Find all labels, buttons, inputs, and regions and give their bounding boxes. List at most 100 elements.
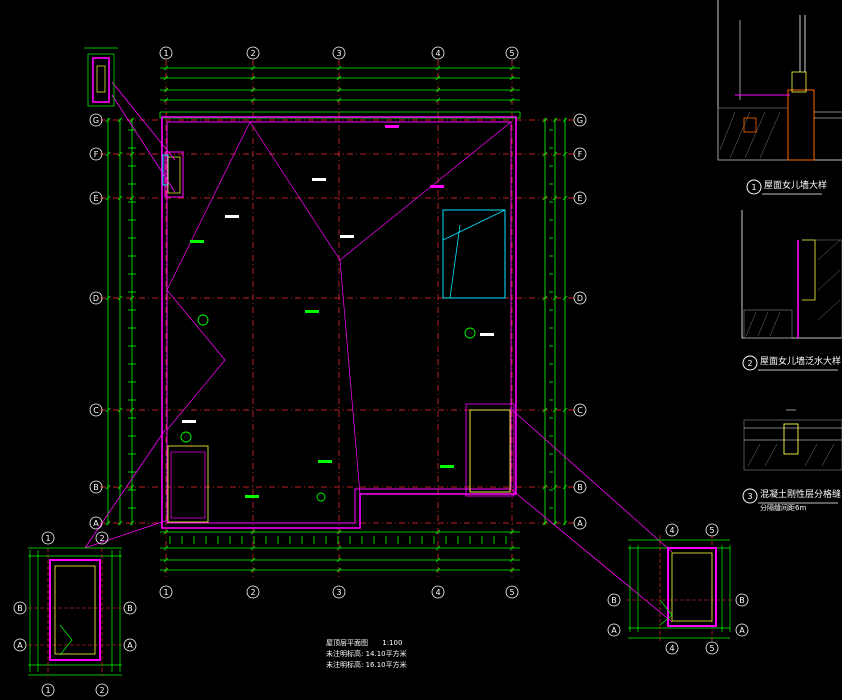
detail-bubble-1: 1 bbox=[746, 179, 822, 195]
enlarged-plan-right bbox=[626, 535, 734, 642]
grid-bubble-left: A bbox=[89, 516, 103, 530]
enlarged-right-bubble: A bbox=[735, 623, 749, 637]
detail-2-title: 屋面女儿墙泛水大样 bbox=[760, 357, 842, 367]
drawing-title: 屋顶层平面图 1:100 bbox=[326, 640, 402, 647]
grid-bubble-label: 3 bbox=[336, 588, 341, 597]
grid-bubble-label: B bbox=[577, 483, 583, 492]
grid-bubble-left: F bbox=[89, 147, 103, 161]
grid-bubble-label: E bbox=[577, 194, 582, 203]
stair-box-left bbox=[167, 445, 209, 523]
roof-slope-lines bbox=[166, 121, 512, 495]
enlarged-right-bubble: B bbox=[735, 593, 749, 607]
grid-bubble-label: C bbox=[93, 406, 99, 415]
grid-bubble-label: D bbox=[93, 294, 99, 303]
grid-bubble-top: 5 bbox=[505, 46, 519, 60]
grid-bubble-left: D bbox=[89, 291, 103, 305]
detail-bubble-2: 2 bbox=[742, 355, 838, 371]
grid-bubble-label: 5 bbox=[509, 588, 514, 597]
grid-bubble-left: E bbox=[89, 191, 103, 205]
detail-bubble-3: 3 bbox=[742, 488, 838, 504]
enlarged-right-bubble: 5 bbox=[705, 641, 719, 655]
grid-bubble-label: A bbox=[17, 641, 23, 650]
grid-bubble-label: A bbox=[127, 641, 133, 650]
grid-bubble-label: 2 bbox=[250, 588, 255, 597]
grid-bubble-bottom: 1 bbox=[159, 585, 173, 599]
grid-bubble-bottom: 5 bbox=[505, 585, 519, 599]
grid-bubble-bottom: 3 bbox=[332, 585, 346, 599]
roof-drains bbox=[180, 314, 476, 502]
grid-bubble-label: B bbox=[739, 596, 745, 605]
grid-bubble-label: 4 bbox=[669, 526, 674, 535]
grid-bubble-label: F bbox=[94, 150, 99, 159]
inset-top-left bbox=[84, 47, 118, 107]
grid-bubble-label: A bbox=[93, 519, 99, 528]
shaft-top-left bbox=[164, 151, 184, 198]
grid-bubble-right: E bbox=[573, 191, 587, 205]
detail-1-drawing bbox=[717, 0, 842, 161]
grid-bubble-label: B bbox=[93, 483, 99, 492]
enlarged-left-bubble: B bbox=[13, 601, 27, 615]
grid-bubble-label: 4 bbox=[435, 49, 440, 58]
dimension-ticks bbox=[105, 65, 568, 573]
stair-box-right-outer bbox=[465, 403, 515, 497]
grid-bubble-top: 2 bbox=[246, 46, 260, 60]
grid-bubble-bottom: 2 bbox=[246, 585, 260, 599]
grid-bubble-right: F bbox=[573, 147, 587, 161]
grid-bubble-left: G bbox=[89, 113, 103, 127]
enlarged-right-bubble: 5 bbox=[705, 523, 719, 537]
grid-bubble-left: C bbox=[89, 403, 103, 417]
dimension-lines-sides bbox=[107, 118, 566, 525]
enlarged-right-bubble: 4 bbox=[665, 523, 679, 537]
leader-lines bbox=[84, 81, 673, 623]
detail-3-subtitle: 分隔缝间距6m bbox=[760, 504, 807, 512]
svg-text:2: 2 bbox=[747, 359, 752, 368]
enlarged-left-bubble: A bbox=[123, 638, 137, 652]
grid-bubble-right: D bbox=[573, 291, 587, 305]
stair-box-left-inner bbox=[170, 451, 206, 519]
dimension-lines-top bbox=[160, 67, 520, 101]
grid-lines-vertical bbox=[165, 60, 513, 580]
svg-text:3: 3 bbox=[747, 492, 752, 501]
grid-bubble-label: 3 bbox=[336, 49, 341, 58]
enlarged-plan-left bbox=[28, 547, 122, 676]
grid-bubble-label: B bbox=[17, 604, 23, 613]
grid-bubble-label: 5 bbox=[509, 49, 514, 58]
grid-bubble-label: 1 bbox=[45, 534, 50, 543]
grid-bubble-label: A bbox=[577, 519, 583, 528]
grid-bubble-label: 4 bbox=[435, 588, 440, 597]
note-line-1: 未注明标高: 14.10平方米 bbox=[326, 650, 407, 658]
skylight-outline bbox=[442, 209, 506, 299]
enlarged-left-bubble: 2 bbox=[95, 531, 109, 545]
roof-outline-green bbox=[159, 111, 521, 119]
grid-bubble-label: C bbox=[577, 406, 583, 415]
detail-bubble-icon bbox=[746, 179, 762, 195]
svg-text:1: 1 bbox=[751, 183, 756, 192]
detail-1-title: 屋面女儿墙大样 bbox=[764, 181, 828, 191]
stair-box-right bbox=[469, 409, 511, 493]
grid-bubble-label: F bbox=[578, 150, 583, 159]
enlarged-left-bubble: 1 bbox=[41, 683, 55, 697]
detail-2-drawing bbox=[741, 210, 842, 339]
dimension-lines-bottom bbox=[160, 531, 520, 571]
grid-bubble-bottom: 4 bbox=[431, 585, 445, 599]
drawing-title-text: 屋顶层平面图 bbox=[326, 639, 368, 647]
grid-bubble-label: B bbox=[611, 596, 617, 605]
grid-bubble-label: G bbox=[93, 116, 99, 125]
grid-bubble-right: C bbox=[573, 403, 587, 417]
main-plan bbox=[84, 60, 673, 623]
grid-bubble-label: G bbox=[577, 116, 583, 125]
grid-bubble-right: A bbox=[573, 516, 587, 530]
grid-bubble-top: 3 bbox=[332, 46, 346, 60]
grid-bubble-label: 5 bbox=[709, 644, 714, 653]
detail-3-drawing bbox=[743, 409, 842, 471]
grid-bubble-label: 1 bbox=[163, 49, 168, 58]
grid-bubble-top: 4 bbox=[431, 46, 445, 60]
grid-bubble-label: D bbox=[577, 294, 583, 303]
enlarged-right-bubble: 4 bbox=[665, 641, 679, 655]
grid-bubble-label: 1 bbox=[45, 686, 50, 695]
grid-bubble-label: 2 bbox=[99, 686, 104, 695]
grid-bubble-label: A bbox=[611, 626, 617, 635]
grid-bubble-left: B bbox=[89, 480, 103, 494]
grid-bubble-label: B bbox=[127, 604, 133, 613]
